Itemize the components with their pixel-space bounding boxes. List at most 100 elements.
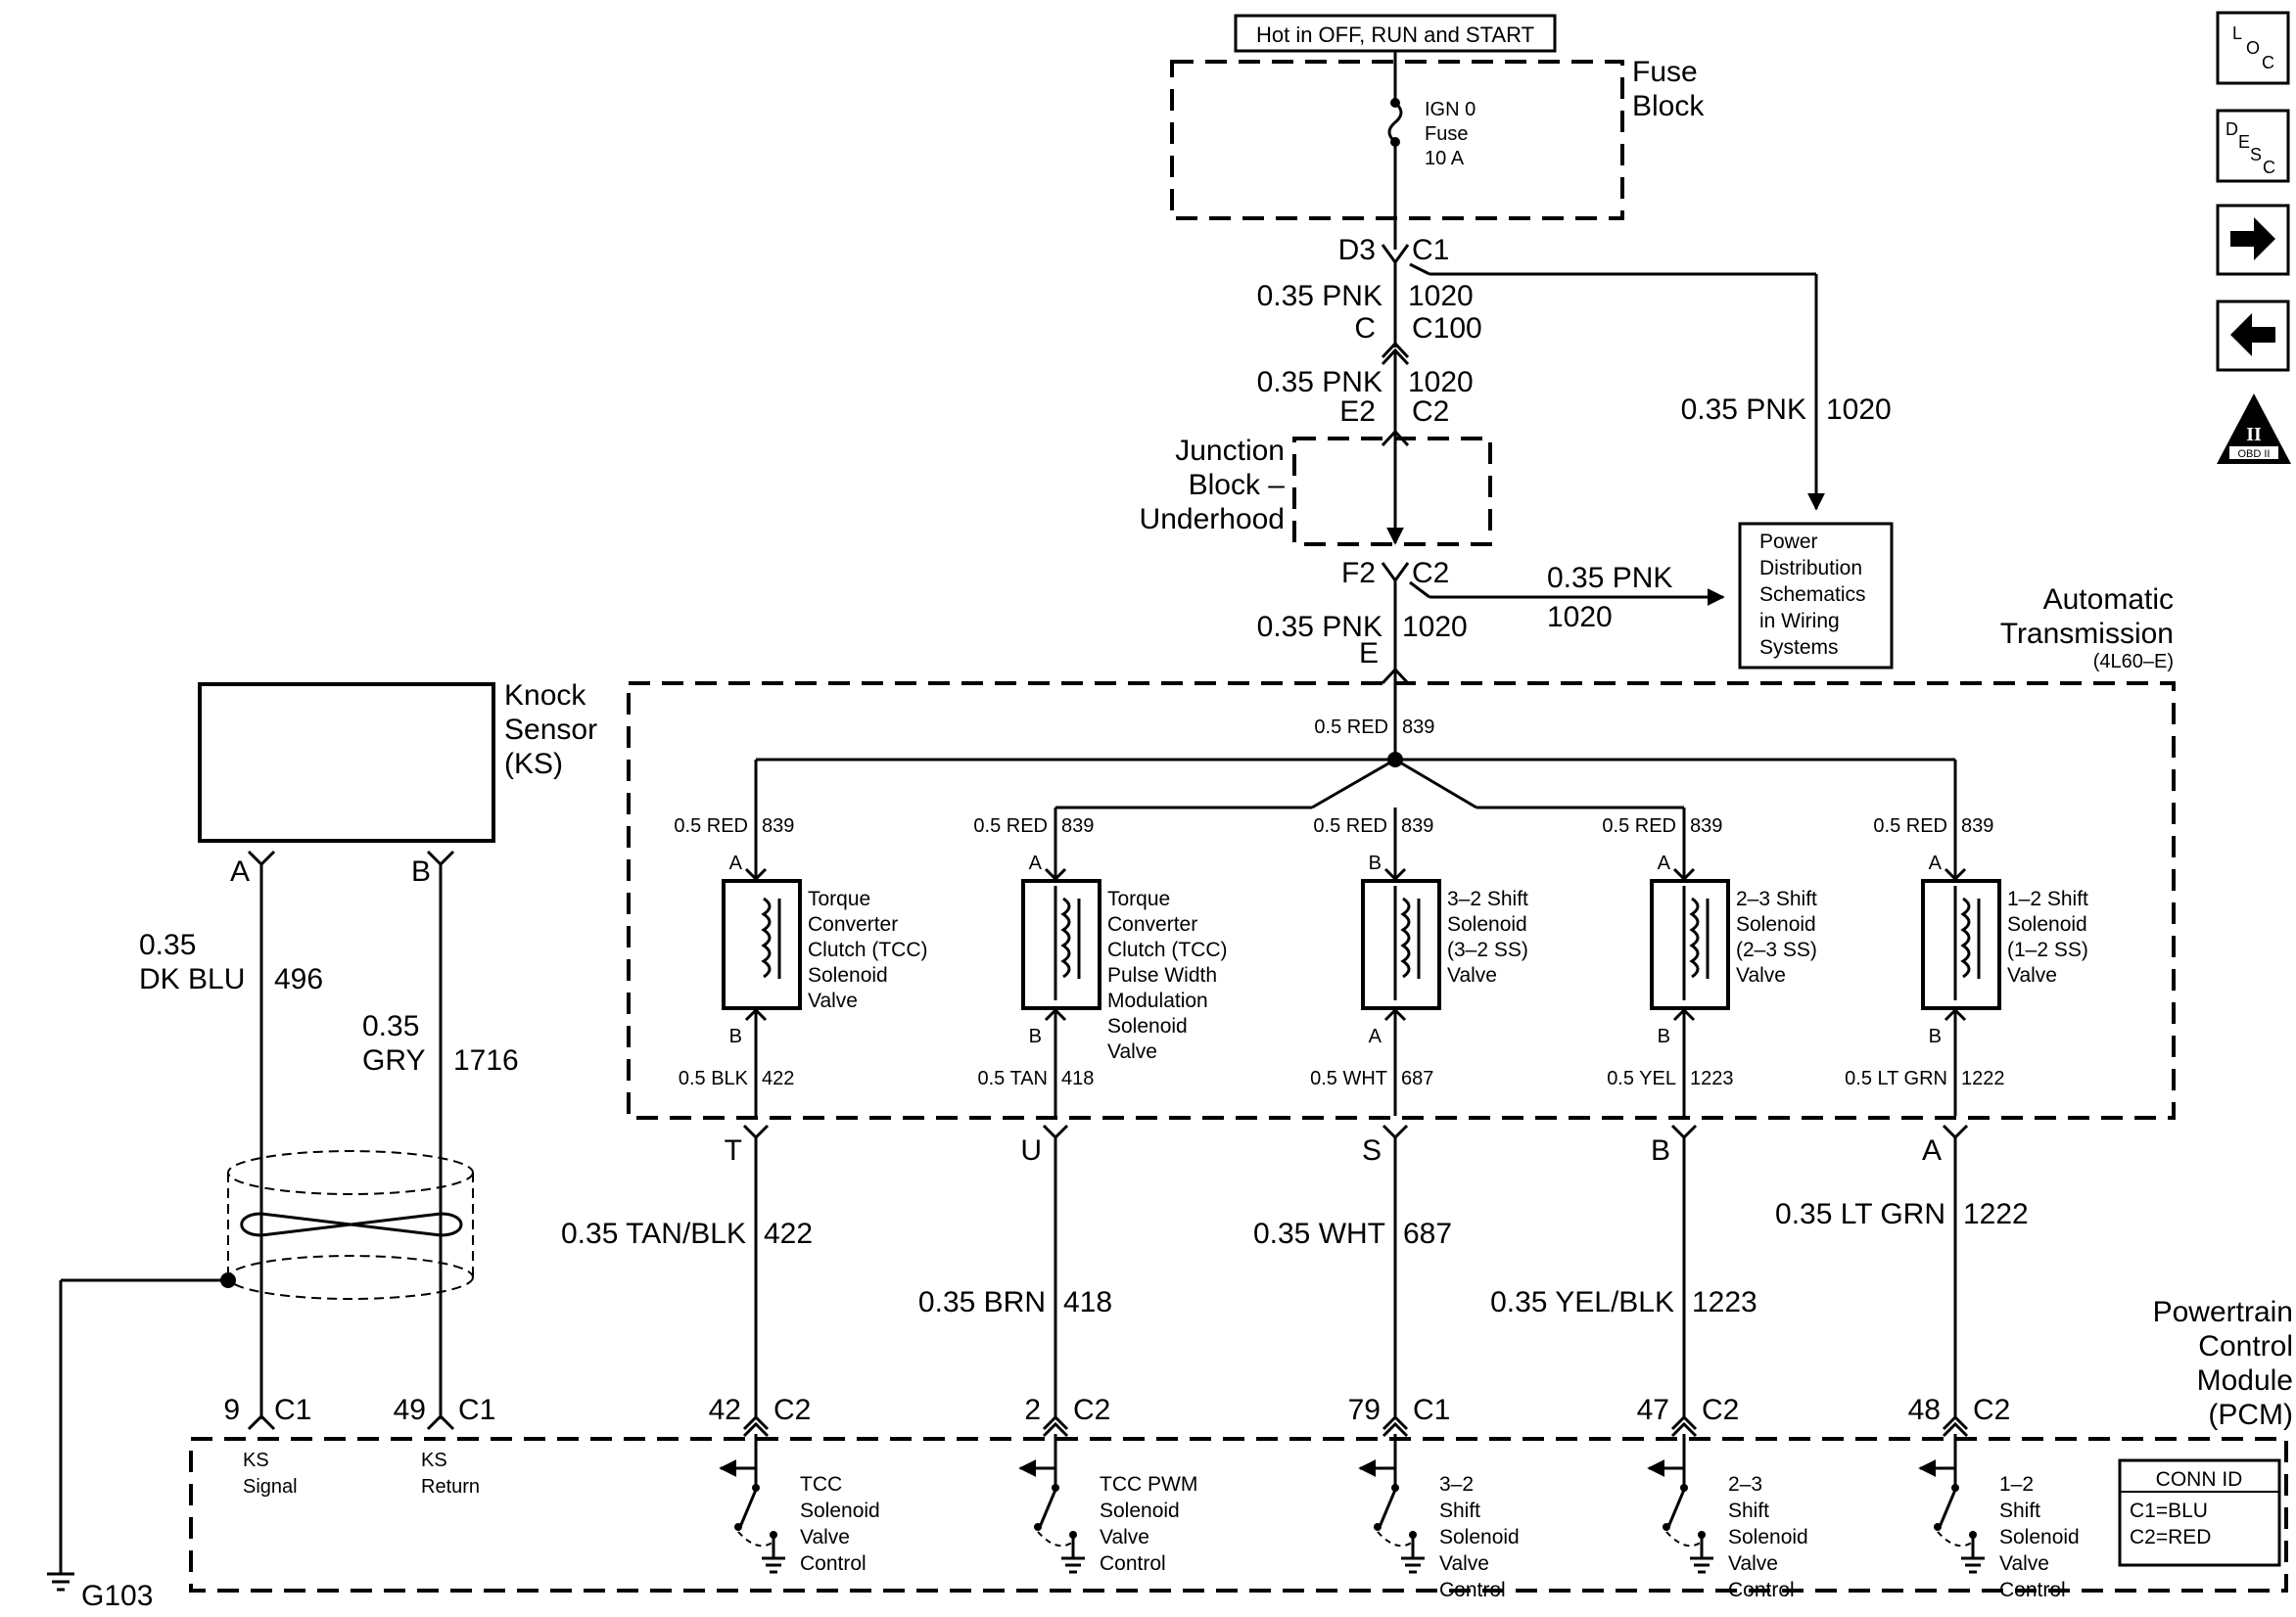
- svg-text:B: B: [1029, 1026, 1042, 1047]
- svg-text:Pulse Width: Pulse Width: [1107, 964, 1217, 987]
- solenoid-valve-icon: [1021, 879, 1101, 1010]
- svg-text:Valve: Valve: [1439, 1552, 1489, 1575]
- svg-text:KS: KS: [421, 1450, 447, 1471]
- solenoid-valve-icon: [1650, 879, 1730, 1010]
- power-note: Hot in OFF, RUN and START: [1256, 23, 1534, 47]
- svg-text:A: A: [1029, 853, 1043, 874]
- svg-text:A: A: [729, 853, 743, 874]
- svg-text:Shift: Shift: [1728, 1500, 1769, 1522]
- obd-ii-button[interactable]: II OBD II: [2217, 393, 2291, 464]
- svg-text:1020: 1020: [1408, 366, 1474, 398]
- svg-text:Valve: Valve: [2007, 964, 2057, 987]
- svg-text:47: 47: [1637, 1394, 1669, 1426]
- svg-text:0.5 WHT: 0.5 WHT: [1310, 1068, 1387, 1089]
- svg-text:Modulation: Modulation: [1107, 990, 1208, 1012]
- svg-text:0.5 LT GRN: 0.5 LT GRN: [1845, 1068, 1947, 1089]
- svg-text:C: C: [2262, 53, 2274, 72]
- svg-text:839: 839: [1061, 815, 1094, 837]
- svg-text:687: 687: [1403, 1218, 1452, 1250]
- svg-text:E2: E2: [1339, 395, 1376, 428]
- transmission-outline: [627, 681, 2176, 1120]
- svg-text:0.5 BLK: 0.5 BLK: [679, 1068, 749, 1089]
- svg-text:9: 9: [223, 1394, 240, 1426]
- svg-text:Clutch (TCC): Clutch (TCC): [808, 939, 928, 961]
- svg-text:687: 687: [1401, 1068, 1433, 1089]
- svg-text:B: B: [1369, 853, 1382, 874]
- svg-text:C2: C2: [1073, 1394, 1110, 1426]
- svg-text:C2: C2: [1412, 395, 1449, 428]
- svg-text:0.35 PNK: 0.35 PNK: [1681, 393, 1806, 426]
- shield-icon: [227, 1150, 474, 1195]
- svg-text:Module: Module: [2197, 1364, 2293, 1397]
- svg-text:C: C: [2263, 158, 2275, 177]
- fuse-block-outline: [1170, 60, 1624, 220]
- description-button[interactable]: D E S C: [2216, 109, 2290, 183]
- svg-text:79: 79: [1348, 1394, 1381, 1426]
- next-arrow-button[interactable]: [2216, 204, 2290, 276]
- conn-id-box: [2118, 1458, 2281, 1567]
- svg-text:Valve: Valve: [1447, 964, 1497, 987]
- pcm-driver-switch-icon: [1918, 1434, 1985, 1574]
- svg-text:0.35 PNK: 0.35 PNK: [1547, 562, 1672, 594]
- location-button[interactable]: L O C: [2216, 11, 2290, 85]
- svg-text:GRY: GRY: [362, 1044, 425, 1077]
- svg-text:1223: 1223: [1692, 1286, 1757, 1318]
- solenoid-label: 2–3 Shift: [1736, 888, 1817, 910]
- svg-text:0.35: 0.35: [139, 929, 196, 961]
- knock-sensor-title: Knock: [504, 679, 586, 712]
- svg-text:(2–3 SS): (2–3 SS): [1736, 939, 1817, 961]
- svg-text:KS: KS: [243, 1450, 269, 1471]
- svg-text:Systems: Systems: [1759, 636, 1839, 659]
- svg-text:496: 496: [274, 963, 323, 995]
- svg-text:Converter: Converter: [808, 913, 898, 936]
- svg-text:Signal: Signal: [243, 1476, 298, 1498]
- svg-text:C1=BLU: C1=BLU: [2130, 1500, 2208, 1522]
- svg-text:49: 49: [394, 1394, 426, 1426]
- svg-text:0.5 YEL: 0.5 YEL: [1607, 1068, 1676, 1089]
- svg-text:CONN ID: CONN ID: [2156, 1468, 2243, 1491]
- pcm-outline: [189, 1437, 2288, 1593]
- arrow-left-icon: [2230, 313, 2275, 356]
- svg-text:Shift: Shift: [1999, 1500, 2040, 1522]
- svg-text:E: E: [2238, 132, 2250, 152]
- svg-text:1020: 1020: [1408, 280, 1474, 312]
- svg-text:Solenoid: Solenoid: [1107, 1015, 1188, 1038]
- svg-text:Control: Control: [1439, 1579, 1506, 1601]
- svg-text:Valve: Valve: [800, 1526, 850, 1548]
- svg-text:Return: Return: [421, 1476, 480, 1498]
- svg-text:Shift: Shift: [1439, 1500, 1480, 1522]
- svg-text:0.5 RED: 0.5 RED: [973, 815, 1048, 837]
- svg-text:(KS): (KS): [504, 748, 563, 780]
- svg-text:1020: 1020: [1402, 611, 1468, 643]
- svg-text:D3: D3: [1338, 234, 1376, 266]
- svg-text:0.5 RED: 0.5 RED: [1313, 815, 1387, 837]
- junction-block-title: Junction: [1175, 435, 1285, 467]
- svg-text:Control: Control: [2198, 1330, 2293, 1363]
- svg-text:Valve: Valve: [1736, 964, 1786, 987]
- ground-label: G103: [81, 1580, 153, 1612]
- svg-text:0.35 WHT: 0.35 WHT: [1253, 1218, 1385, 1250]
- svg-text:Block: Block: [1632, 90, 1705, 122]
- svg-text:Control: Control: [800, 1552, 867, 1575]
- svg-text:1020: 1020: [1547, 601, 1613, 633]
- svg-text:Fuse: Fuse: [1425, 123, 1468, 145]
- svg-text:839: 839: [1402, 716, 1434, 738]
- svg-text:O: O: [2246, 38, 2260, 58]
- previous-arrow-button[interactable]: [2216, 300, 2290, 372]
- svg-text:Valve: Valve: [808, 990, 858, 1012]
- svg-text:2–3: 2–3: [1728, 1473, 1762, 1496]
- svg-text:1222: 1222: [1961, 1068, 2005, 1089]
- svg-text:C1: C1: [1413, 1394, 1450, 1426]
- ground-icon: [47, 1572, 74, 1592]
- svg-text:Clutch (TCC): Clutch (TCC): [1107, 939, 1228, 961]
- solenoid-label: 1–2 Shift: [2007, 888, 2088, 910]
- pcm-driver-switch-icon: [1647, 1434, 1713, 1574]
- svg-text:10 A: 10 A: [1425, 148, 1465, 169]
- svg-text:A: A: [1929, 853, 1943, 874]
- svg-text:C2: C2: [773, 1394, 811, 1426]
- pcm-driver-switch-icon: [1018, 1434, 1085, 1574]
- pcm-title: Powertrain: [2153, 1296, 2293, 1328]
- power-distribution-ref[interactable]: [1738, 522, 1894, 670]
- svg-text:B: B: [1658, 1026, 1670, 1047]
- svg-text:Valve: Valve: [1728, 1552, 1778, 1575]
